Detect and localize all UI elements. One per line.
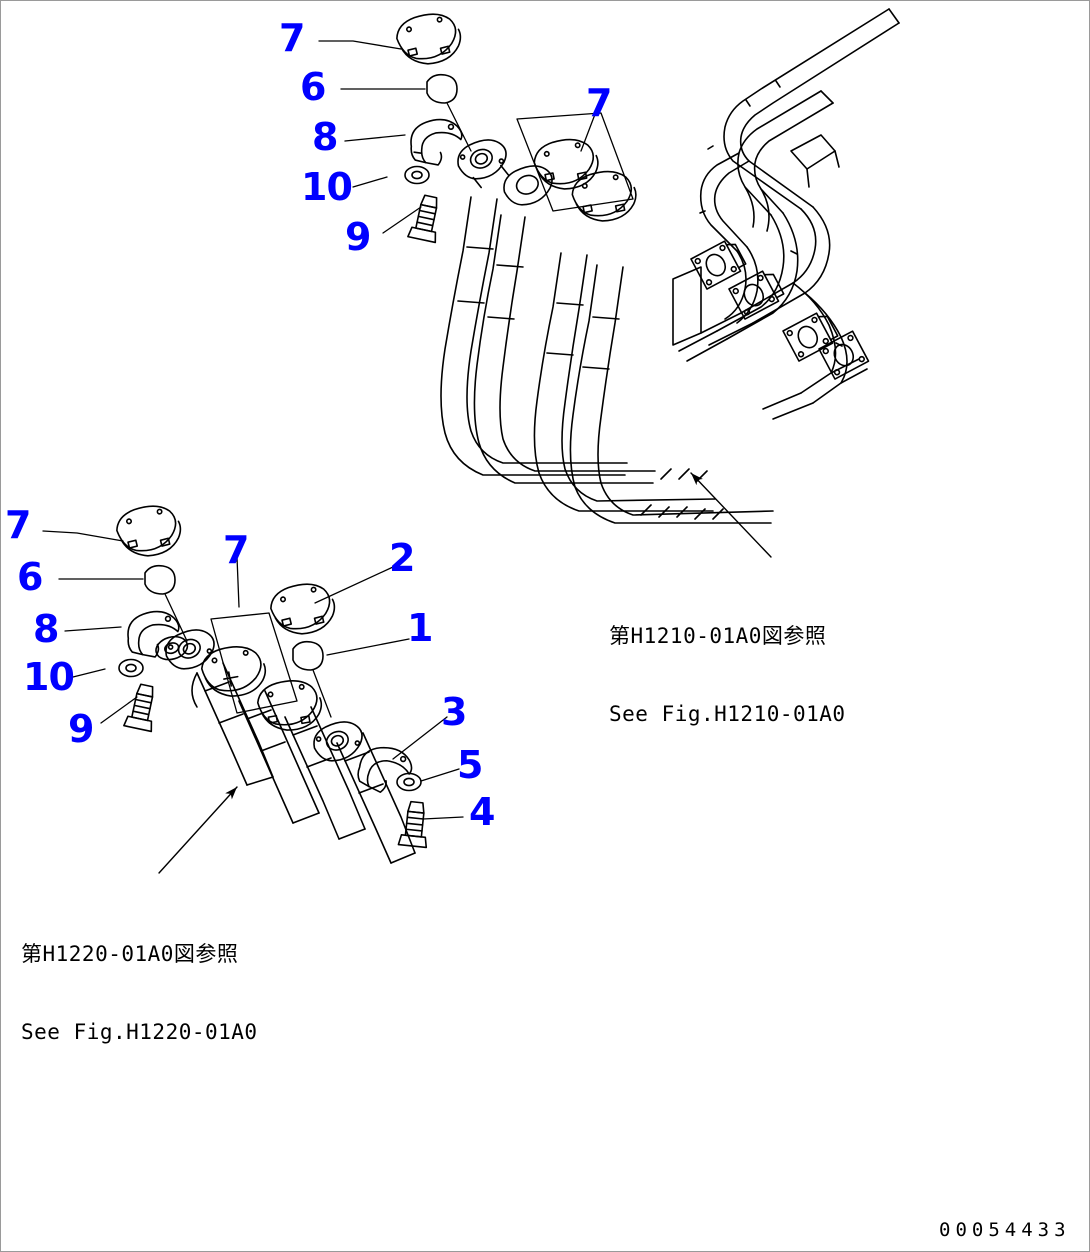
cap-part-7-upper [396, 13, 462, 65]
plug-part-1 [292, 640, 332, 718]
clamp-part-3 [357, 746, 413, 793]
callout-2-cap: 2 [389, 536, 415, 580]
lower-exploded-parts-left [116, 505, 189, 733]
callout-4-bolt: 4 [469, 790, 495, 834]
callout-7-upper-group: 7 [586, 81, 612, 125]
bolt-part-9-lower [123, 683, 154, 733]
upper-tube-bundle-right [678, 8, 900, 420]
callout-7-lower-group: 7 [223, 528, 249, 572]
washer-part-5 [396, 772, 422, 792]
reference-note-lower-en: See Fig.H1220-01A0 [21, 1020, 258, 1044]
plug-part-6-lower [144, 564, 188, 642]
callout-3-clamp: 3 [441, 690, 467, 734]
callout-1-plug: 1 [407, 606, 433, 650]
cap-upper-1 [533, 138, 599, 190]
callout-10-lower-washer: 10 [23, 655, 75, 699]
callout-5-washer: 5 [457, 743, 483, 787]
callout-10-upper-washer: 10 [301, 165, 353, 209]
reference-note-upper: 第H1210-01A0図参照 See Fig.H1210-01A0 [609, 571, 846, 779]
callout-6-lower-plug: 6 [17, 555, 43, 599]
cap-upper-2 [571, 170, 637, 222]
lower-exploded-parts-right [270, 583, 428, 849]
callout-7-upper-cap: 7 [279, 16, 305, 60]
washer-part-10-lower [118, 658, 144, 678]
plug-part-6-upper [426, 73, 472, 152]
callout-6-upper-plug: 6 [300, 65, 326, 109]
cap-part-7-lower [116, 505, 182, 557]
reference-note-lower-jp: 第H1220-01A0図参照 [21, 942, 239, 966]
upper-leader-lines [318, 40, 598, 234]
callout-8-lower-clamp: 8 [33, 607, 59, 651]
cap-part-2 [270, 583, 336, 635]
lower-reference-arrow [158, 786, 238, 874]
cap-lower-2 [256, 680, 323, 731]
reference-note-lower: 第H1220-01A0図参照 See Fig.H1220-01A0 [21, 889, 258, 1097]
bolt-part-4 [397, 800, 428, 849]
lower-leader-lines [42, 530, 464, 820]
reference-note-upper-en: See Fig.H1210-01A0 [609, 702, 846, 726]
callout-7-lower-cap: 7 [5, 503, 31, 547]
clamp-part-8-upper [410, 118, 463, 166]
washer-part-10-upper [404, 165, 430, 185]
callout-9-upper-bolt: 9 [345, 215, 371, 259]
lower-hose-assembly [165, 612, 416, 864]
cap-lower-1 [200, 646, 267, 697]
drawing-number: 00054433 [939, 1219, 1071, 1241]
upper-exploded-parts [396, 13, 472, 244]
callout-9-lower-bolt: 9 [68, 707, 94, 751]
reference-note-upper-jp: 第H1210-01A0図参照 [609, 624, 827, 648]
upper-flange-fittings [672, 240, 870, 380]
upper-reference-arrow [690, 472, 772, 558]
bolt-part-9-upper [407, 194, 438, 244]
upper-hose-assembly [440, 112, 774, 524]
callout-8-upper-clamp: 8 [312, 115, 338, 159]
